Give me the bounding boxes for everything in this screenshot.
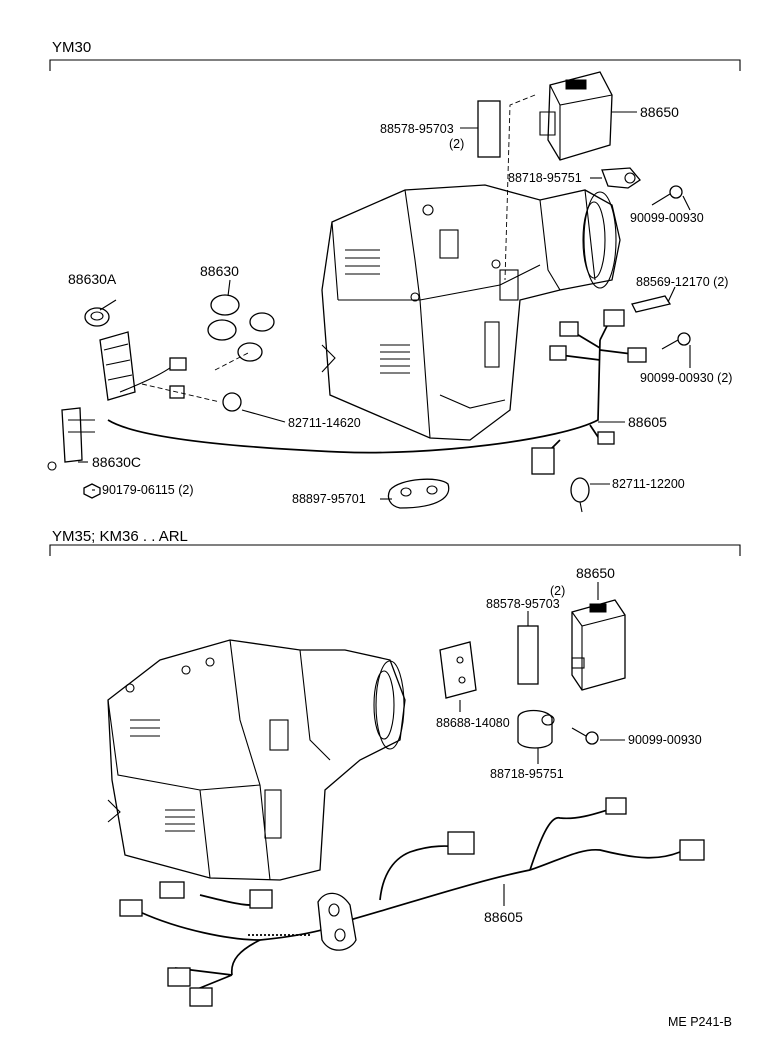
label-88650-ym35: 88650 [576, 565, 615, 581]
label-88630: 88630 [200, 263, 239, 279]
section-title-ym35: YM35; KM36 . . ARL [52, 528, 188, 545]
clamp-82711-12200 [570, 477, 590, 513]
part-88688-ym35 [439, 641, 477, 699]
part-88630A-sensor [84, 307, 110, 327]
part-88650-ym30 [504, 71, 613, 281]
label-88578-qty: (2) [449, 137, 464, 151]
label-88605: 88605 [628, 414, 667, 430]
part-88569-ym30 [631, 295, 672, 313]
harness-88605-ym30 [107, 309, 647, 475]
part-88630-sensors [207, 294, 275, 362]
section-bracket-ym35 [49, 544, 741, 556]
label-88630C: 88630C [92, 454, 141, 470]
label-88605-ym35: 88605 [484, 909, 523, 925]
label-88688-ym35: 88688-14080 [436, 716, 510, 730]
label-88718: 88718-95751 [508, 171, 582, 185]
part-88578-ym30 [477, 100, 501, 158]
harness-88605-ym35 [119, 797, 705, 1007]
label-82711-12200: 82711-12200 [612, 477, 685, 491]
label-90099-b: 90099-00930 (2) [640, 371, 732, 385]
label-88630A: 88630A [68, 271, 117, 287]
label-82711-14620: 82711-14620 [288, 416, 361, 430]
section-ym35-km36: YM35; KM36 . . ARL [49, 528, 741, 1007]
part-88718-ym35 [517, 709, 555, 749]
part-88718-ym30 [601, 167, 641, 189]
part-88650-ym35 [571, 599, 626, 691]
bolt-90099-ym35 [571, 727, 599, 745]
grommet-88897 [387, 478, 450, 509]
bolt-90099-a-ym30 [651, 185, 683, 206]
label-88897: 88897-95701 [292, 492, 366, 506]
footer-code: ME P241-B [668, 1015, 732, 1029]
label-88578: 88578-95703 [380, 122, 454, 136]
label-90179: 90179-06115 (2) [102, 483, 194, 497]
nut-90179 [83, 483, 101, 499]
label-88650: 88650 [640, 104, 679, 120]
heater-unit-ym35 [107, 639, 406, 881]
part-88578-ym35 [517, 625, 539, 685]
section-ym30: YM30 [47, 39, 741, 513]
label-88569: 88569-12170 (2) [636, 275, 728, 289]
label-90099-ym35: 90099-00930 [628, 733, 702, 747]
label-90099-a: 90099-00930 [630, 211, 704, 225]
section-bracket-ym30 [49, 59, 741, 71]
section-title-ym30: YM30 [52, 39, 91, 56]
label-qty-ym35: (2) [550, 584, 565, 598]
label-88718-ym35: 88718-95751 [490, 767, 564, 781]
relay-bracket-ym30 [47, 331, 251, 471]
label-88578-ym35: 88578-95703 [486, 597, 560, 611]
bolt-90099-b-ym30 [661, 332, 691, 350]
heater-unit-ym30 [321, 184, 621, 441]
